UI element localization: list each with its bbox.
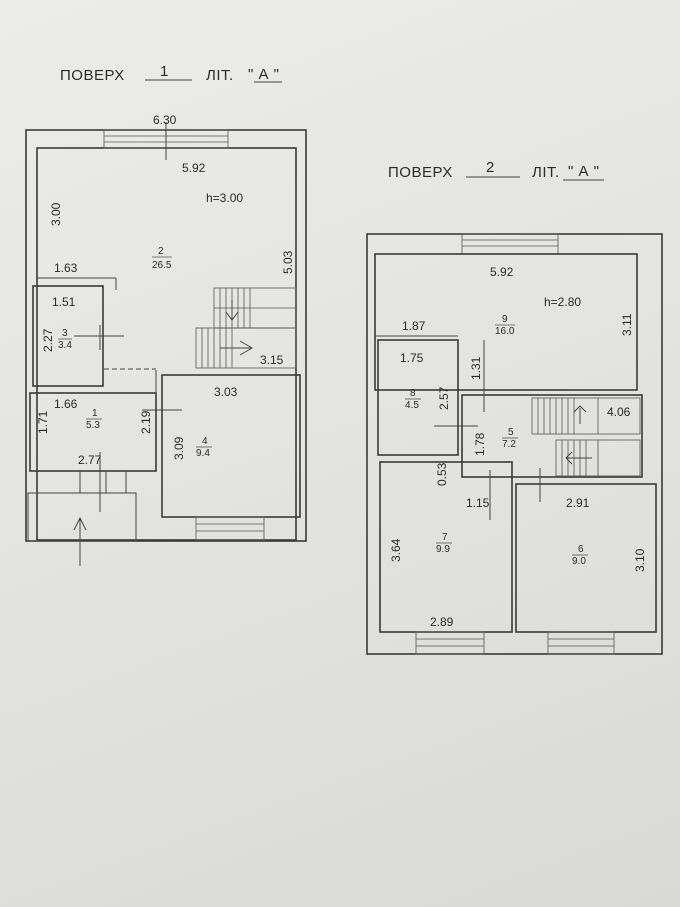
- room5-top: 1.31: [469, 356, 483, 380]
- floor-1-outer-width: 6.30: [153, 113, 177, 127]
- room3-height: 2.27: [41, 328, 55, 352]
- floor-1-number: 1: [160, 63, 169, 80]
- floor-2-lit-word: ЛІТ.: [532, 164, 560, 181]
- label-0-53: 0.53: [435, 462, 449, 486]
- stair-dim-4-06: 4.06: [607, 405, 631, 419]
- floor-2-plan: ПОВЕРХ 2 ЛІТ. " А " 5.92 h=2.80 3.11 9 1…: [366, 159, 663, 655]
- floor-1-top-window: [103, 122, 229, 160]
- room9-area: 16.0: [495, 326, 515, 337]
- room2-side: 5.03: [281, 250, 295, 274]
- floor-1-entrance: [27, 471, 137, 566]
- floor-1-lit-value: " А ": [248, 66, 280, 83]
- room6-width: 2.91: [566, 496, 590, 510]
- room4-number: 4: [202, 436, 208, 447]
- room7-height: 3.64: [389, 538, 403, 562]
- label-1-15: 1.15: [466, 496, 490, 510]
- room1-number: 1: [92, 408, 98, 419]
- floor-1-inner-wall: [36, 147, 297, 541]
- floor-1-lit-word: ЛІТ.: [206, 67, 234, 84]
- floor-2-number: 2: [486, 159, 495, 176]
- room3-number: 3: [62, 328, 68, 339]
- floor-2-lit-value: " А ": [568, 163, 600, 180]
- room2-number: 2: [158, 246, 164, 257]
- room7-area: 9.9: [436, 544, 450, 555]
- floor-1-outer-wall: [25, 129, 307, 542]
- floor-2-stairs: [531, 397, 641, 477]
- room2-area: 26.5: [152, 260, 172, 271]
- room4-area: 9.4: [196, 448, 210, 459]
- floor-1-stairs: [195, 287, 297, 369]
- floor-2-word: ПОВЕРХ: [388, 164, 453, 181]
- room4-width: 3.03: [214, 385, 238, 399]
- floor-2-bottom-window-left: [415, 631, 485, 655]
- room5-walls: [461, 394, 643, 478]
- room8-number: 8: [410, 388, 416, 399]
- room3-width: 1.51: [52, 295, 76, 309]
- room1-width: 1.66: [54, 397, 78, 411]
- room7-number: 7: [442, 532, 448, 543]
- floor-1-plan: ПОВЕРХ 1 ЛІТ. " А " 6.30 5.92 h=3.00 3.0…: [25, 63, 307, 566]
- label-1-63: 1.63: [54, 261, 78, 275]
- floor-1-height-note: h=3.00: [206, 191, 243, 205]
- room8-width: 1.75: [400, 351, 424, 365]
- room6-area: 9.0: [572, 556, 586, 567]
- room8-area: 4.5: [405, 400, 419, 411]
- room8-height: 2.57: [437, 386, 451, 410]
- room1-walls: [29, 392, 157, 472]
- floor-2-bottom-window-right: [547, 631, 615, 655]
- floor-1-bottom-window: [195, 516, 265, 541]
- room6-number: 6: [578, 544, 584, 555]
- room7-bottom: 2.89: [430, 615, 454, 629]
- room1-bottom: 2.77: [78, 453, 102, 467]
- room2-width: 5.92: [182, 161, 206, 175]
- room1-area: 5.3: [86, 420, 100, 431]
- room4-height: 3.09: [172, 436, 186, 460]
- label-1-87: 1.87: [402, 319, 426, 333]
- room9-height: 3.11: [620, 313, 634, 336]
- room9-walls: [374, 253, 638, 391]
- room5-area: 7.2: [502, 439, 516, 450]
- room8-walls: [377, 339, 459, 456]
- room6-height: 3.10: [633, 548, 647, 572]
- floor-1-word: ПОВЕРХ: [60, 67, 125, 84]
- room9-width: 5.92: [490, 265, 514, 279]
- stair-dim-3-15: 3.15: [260, 353, 284, 367]
- room5-side: 1.78: [473, 432, 487, 456]
- floor-2-top-window: [461, 233, 559, 255]
- floor-2-height-note: h=2.80: [544, 295, 581, 309]
- room3-area: 3.4: [58, 340, 72, 351]
- room1-side: 2.19: [139, 410, 153, 434]
- room2-height: 3.00: [49, 202, 63, 226]
- room1-height: 1.71: [36, 410, 50, 434]
- room5-number: 5: [508, 427, 514, 438]
- floor-2-header: ПОВЕРХ 2 ЛІТ. " А ": [388, 159, 604, 181]
- floor-1-header: ПОВЕРХ 1 ЛІТ. " А ": [60, 63, 282, 84]
- room9-number: 9: [502, 314, 508, 325]
